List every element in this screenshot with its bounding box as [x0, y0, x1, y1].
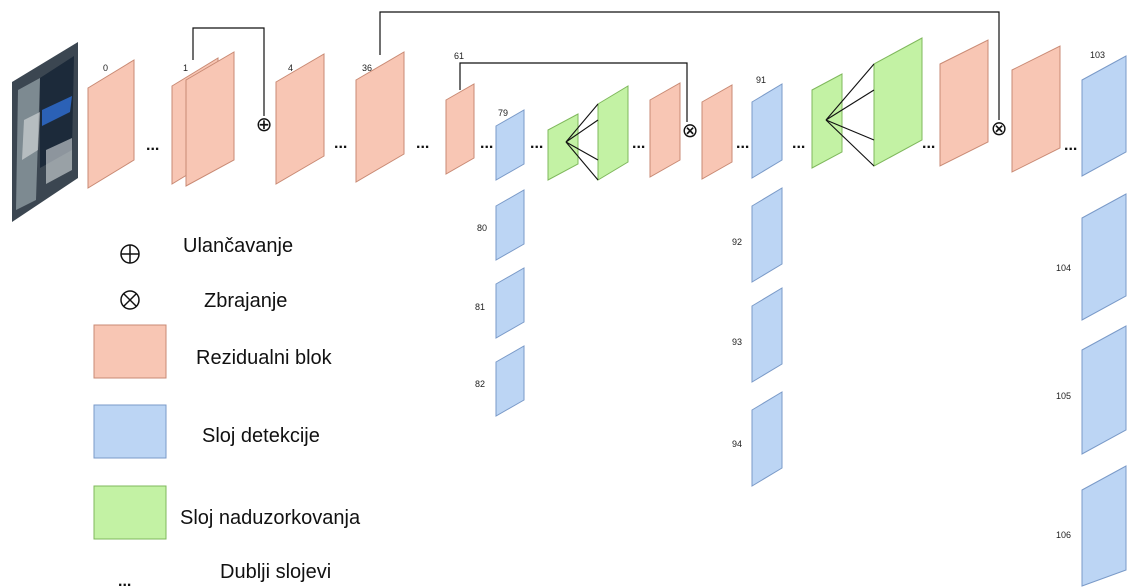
legend-label-upsample: Sloj naduzorkovanja — [180, 507, 361, 529]
ellipsis: ... — [416, 135, 429, 152]
layer-numbers: 0 1 4 36 61 79 80 81 82 91 92 93 94 103 … — [103, 50, 1105, 540]
residual-block-d — [939, 39, 989, 167]
legend-item-add: Zbrajanje — [120, 290, 287, 312]
detection-layer-91 — [751, 83, 783, 179]
layer-number-106: 106 — [1056, 530, 1071, 540]
legend-label-add: Zbrajanje — [204, 290, 287, 312]
layer-number-92: 92 — [732, 237, 742, 247]
legend: Ulančavanje Zbrajanje Rezidualni blok Sl… — [93, 235, 361, 588]
residual-blocks — [87, 39, 1061, 189]
ellipsis: ... — [334, 135, 347, 152]
residual-block-4 — [275, 53, 325, 185]
residual-block-0 — [87, 59, 135, 189]
ellipsis: ... — [792, 135, 805, 152]
layer-number-91: 91 — [756, 75, 766, 85]
layer-number-61: 61 — [454, 51, 464, 61]
legend-item-detection: Sloj detekcije — [93, 404, 320, 459]
layer-number-0: 0 — [103, 63, 108, 73]
ellipsis: ... — [922, 135, 935, 152]
skip-connections — [192, 11, 1000, 122]
layer-number-1: 1 — [183, 63, 188, 73]
upsample-layer-1a — [547, 113, 579, 181]
legend-label-concat: Ulančavanje — [183, 235, 293, 257]
skip-line-1-to-concat — [192, 27, 265, 116]
detection-layer-106 — [1081, 465, 1127, 587]
upsample-fans — [565, 63, 875, 181]
detection-layer-94 — [751, 391, 783, 487]
layer-number-80: 80 — [477, 223, 487, 233]
legend-label-residual: Rezidualni blok — [196, 347, 333, 369]
upsample-layer-2b — [873, 37, 923, 167]
layer-number-105: 105 — [1056, 391, 1071, 401]
legend-item-residual: Rezidualni blok — [93, 324, 333, 379]
ellipsis: ... — [146, 137, 159, 154]
detection-layer-81 — [495, 267, 525, 339]
layer-number-4: 4 — [288, 63, 293, 73]
upsample-layer-1b — [597, 85, 629, 181]
ellipsis: ... — [1064, 137, 1077, 154]
residual-block-36 — [355, 51, 405, 183]
concat-symbol: ⊕ — [256, 112, 273, 136]
legend-label-detection: Sloj detekcije — [202, 425, 320, 447]
detection-layer-80 — [495, 189, 525, 261]
detection-layer-82 — [495, 345, 525, 417]
layer-number-79: 79 — [498, 108, 508, 118]
skip-line-36-to-add — [379, 11, 1000, 120]
layer-number-82: 82 — [475, 379, 485, 389]
ellipsis: ... — [480, 135, 493, 152]
input-image — [12, 42, 78, 222]
add-symbol-1: ⊗ — [682, 118, 699, 142]
add-legend-icon — [120, 290, 140, 310]
layer-number-36: 36 — [362, 63, 372, 73]
detection-layer-92 — [751, 187, 783, 283]
legend-label-deeper: Dublji slojevi — [220, 561, 331, 583]
detection-layer-103 — [1081, 55, 1127, 177]
residual-block-b — [649, 82, 681, 178]
detection-layer-79 — [495, 109, 525, 181]
layer-number-81: 81 — [475, 302, 485, 312]
residual-block-1b — [185, 51, 235, 187]
add-symbol-2: ⊗ — [991, 116, 1008, 140]
ellipsis: ... — [632, 135, 645, 152]
detection-legend-swatch — [93, 404, 167, 459]
legend-item-concat: Ulančavanje — [120, 235, 293, 264]
legend-item-upsample: Sloj naduzorkovanja — [93, 485, 361, 540]
layer-number-93: 93 — [732, 337, 742, 347]
residual-block-61 — [445, 83, 475, 175]
layer-number-104: 104 — [1056, 263, 1071, 273]
residual-block-e — [1011, 45, 1061, 173]
ellipsis-markers: ... ... ... ... ... ... ... ... ... ... — [146, 135, 1077, 154]
residual-legend-swatch — [93, 324, 167, 379]
deeper-legend-ellipsis: ... — [118, 573, 131, 588]
ellipsis: ... — [530, 135, 543, 152]
operation-symbols: ⊕ ⊗ ⊗ — [256, 112, 1008, 142]
legend-item-deeper: ... Dublji slojevi — [118, 561, 331, 588]
layer-number-94: 94 — [732, 439, 742, 449]
detection-layer-93 — [751, 287, 783, 383]
upsample-legend-swatch — [93, 485, 167, 540]
detection-layer-105 — [1081, 325, 1127, 455]
detection-layer-104 — [1081, 193, 1127, 321]
skip-line-61-to-add — [459, 62, 688, 122]
layer-number-103: 103 — [1090, 50, 1105, 60]
residual-block-c — [701, 84, 733, 180]
ellipsis: ... — [736, 135, 749, 152]
detection-layers — [495, 55, 1127, 587]
